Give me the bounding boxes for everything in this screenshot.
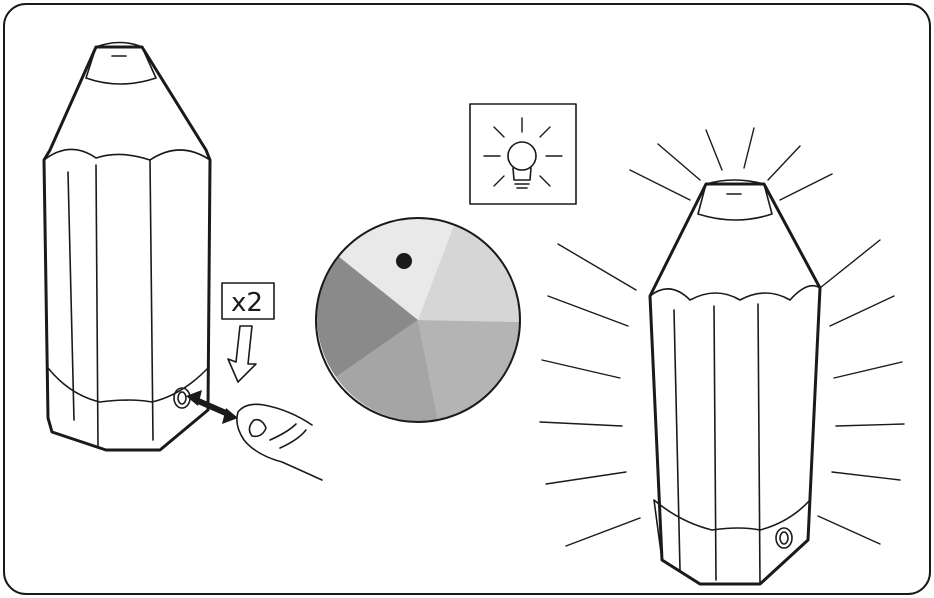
touch-sensor-button-lit[interactable] — [775, 527, 793, 549]
color-dial-icon[interactable] — [315, 217, 521, 423]
double-tap-callout: x2 — [221, 282, 275, 383]
finger-icon — [236, 403, 323, 481]
hollow-down-arrow-icon — [227, 325, 257, 383]
dial-segment-2 — [418, 225, 521, 322]
lightbulb-icon — [469, 103, 577, 205]
double-headed-arrow-icon — [186, 390, 238, 424]
dial-segment-3 — [418, 320, 520, 420]
dial-segment-5 — [317, 256, 418, 377]
diagram-frame — [3, 3, 931, 595]
touch-sensor-button[interactable] — [173, 387, 191, 409]
light-rays — [539, 127, 905, 547]
dial-segment-1 — [338, 218, 454, 320]
tap-count-label: x2 — [231, 288, 263, 318]
dial-indicator-dot — [396, 253, 412, 269]
pencil-lamp-off — [42, 41, 212, 452]
dial-segment-4 — [336, 320, 438, 422]
pencil-lamp-on — [539, 127, 905, 586]
